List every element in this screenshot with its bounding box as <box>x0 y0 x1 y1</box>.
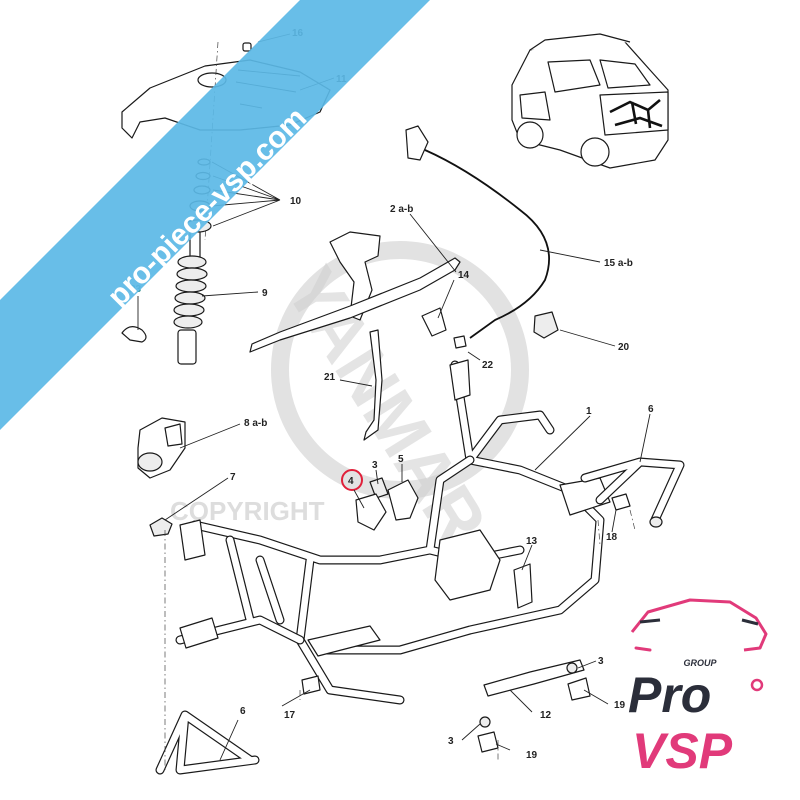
part-4-callout <box>341 469 365 509</box>
steering-knuckle <box>137 417 186 479</box>
label-12: 12 <box>540 710 552 721</box>
pro-vsp-logo[interactable]: GROUP Pro VSP <box>628 598 768 779</box>
label-18: 18 <box>606 532 618 543</box>
label-13: 13 <box>526 536 538 547</box>
label-14: 14 <box>458 270 470 281</box>
label-3a: 3 <box>372 460 378 471</box>
car-thumbnail <box>511 33 669 169</box>
label-3b: 3 <box>598 656 604 667</box>
label-15: 15 a-b <box>604 258 633 269</box>
bracket-19b <box>477 731 499 753</box>
label-4: 4 <box>348 476 354 487</box>
chassis-frame <box>175 359 611 705</box>
mount-bracket <box>387 479 419 521</box>
wishbone-left <box>155 710 260 775</box>
bracket-18 <box>611 493 631 511</box>
label-22: 22 <box>482 360 494 371</box>
part-labels: 16 11 10 2 a-b 15 a-b 14 23 9 20 22 21 1… <box>130 28 654 761</box>
label-8: 8 a-b <box>244 418 267 429</box>
bracket-19a <box>567 677 591 701</box>
label-19b: 19 <box>526 750 538 761</box>
bump-stop <box>369 477 389 499</box>
bonnet-prop-rod <box>363 329 383 441</box>
clip-part <box>121 326 147 343</box>
label-1: 1 <box>586 406 592 417</box>
balljoint-cover <box>149 517 173 537</box>
label-7: 7 <box>230 472 236 483</box>
gusset-13 <box>513 563 533 609</box>
label-21: 21 <box>324 372 336 383</box>
logo-group-text: GROUP <box>683 658 717 668</box>
part-4-highlight-ring <box>341 469 363 491</box>
nut-3c <box>479 716 491 728</box>
radiator-support <box>249 231 461 353</box>
crossmember-12 <box>483 659 585 697</box>
logo-vsp-text: VSP <box>632 723 733 779</box>
bonnet-latch <box>421 307 467 349</box>
label-5: 5 <box>398 454 404 465</box>
label-6a: 6 <box>648 404 654 415</box>
label-3c: 3 <box>448 736 454 747</box>
mount-bracket-4 <box>355 493 387 531</box>
label-17: 17 <box>284 710 296 721</box>
logo-accent-dot <box>750 678 764 692</box>
logo-pro-text: Pro <box>628 667 711 723</box>
label-9: 9 <box>262 288 268 299</box>
label-19a: 19 <box>614 700 626 711</box>
nut-3b <box>566 662 578 674</box>
label-6b: 6 <box>240 706 246 717</box>
coil-spring-shock <box>173 231 208 365</box>
bonnet-cable <box>405 125 550 339</box>
rubber-stop <box>533 311 559 339</box>
label-2: 2 a-b <box>390 204 413 215</box>
label-20: 20 <box>618 342 630 353</box>
bracket-17 <box>301 675 321 695</box>
wishbone-right <box>580 457 685 528</box>
label-10: 10 <box>290 196 302 207</box>
car-outline-icon <box>630 598 768 652</box>
